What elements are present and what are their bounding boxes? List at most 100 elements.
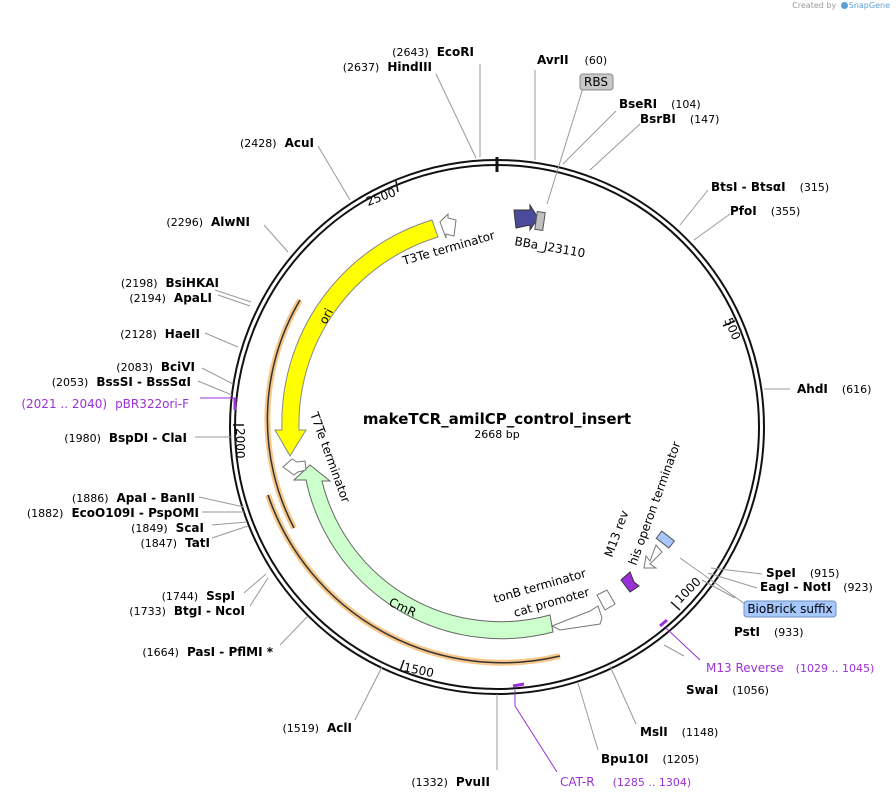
primers: (2021 .. 2040)pBR322ori-F M13 Reverse(10…: [21, 397, 874, 789]
site-bsssi-pos: (2053): [52, 376, 89, 389]
site-alwni-pos: (2296): [166, 216, 203, 229]
tick-500: [722, 320, 736, 327]
site-msli-pos: (1148): [682, 726, 719, 739]
site-bsrbi-name: BsrBI: [640, 112, 676, 126]
highlight-arcs: [264, 298, 561, 666]
site-apali-pos: (2194): [129, 292, 166, 305]
biobrick-suffix-tag-label: BioBrick suffix: [747, 602, 832, 616]
site-spei-pos: (915): [810, 567, 840, 580]
site-pfoi-pos: (355): [771, 205, 801, 218]
site-sspi-name: SspI: [206, 589, 235, 603]
primer-m13reverse-name: M13 Reverse: [706, 661, 784, 675]
site-tati-pos: (1847): [140, 537, 177, 550]
site-bsrbi: BsrBI (147): [640, 112, 719, 126]
his-operon-terminator-arrow: [643, 544, 663, 569]
map-title: makeTCR_amilCP_control_insert: [363, 410, 631, 428]
primer-catr: CAT-R (1285 .. 1304): [560, 775, 691, 789]
site-ahdi-name: AhdI: [797, 382, 828, 396]
site-bpu10i-name: Bpu10I: [601, 752, 648, 766]
tick-label-1500: 1500: [402, 660, 435, 680]
small-features: [282, 203, 676, 631]
tonb-terminator-arrow: [596, 589, 616, 611]
primer-m13reverse-range: (1029 .. 1045): [796, 662, 875, 675]
site-pvuii-pos: (1332): [411, 776, 448, 789]
site-leaders: [195, 64, 790, 770]
site-ecoo109i-pos: (1882): [27, 507, 64, 520]
bba-j23110-label: BBa_J23110: [513, 234, 586, 260]
site-msli: MslI (1148): [640, 725, 718, 739]
site-bcivi: (2083)BciVI: [116, 360, 195, 374]
site-btgi-ncoi-name: BtgI - NcoI: [174, 604, 245, 618]
site-sspi-pos: (1744): [162, 590, 199, 603]
site-avrii-name: AvrII: [537, 53, 569, 67]
site-bsihkai: (2198)BsiHKAI: [121, 276, 219, 290]
site-bsihkai-name: BsiHKAI: [166, 276, 220, 290]
site-bcivi-name: BciVI: [161, 360, 195, 374]
rbs-tag: [579, 73, 614, 91]
site-acui-pos: (2428): [240, 137, 277, 150]
site-bspdi-name: BspDI - ClaI: [109, 431, 187, 445]
feature-ori: ori: [274, 219, 439, 457]
site-hindiii: (2637)HindIII: [343, 60, 432, 74]
primer-m13reverse: M13 Reverse (1029 .. 1045): [706, 661, 874, 675]
highlight-arc-upper: [266, 299, 301, 529]
site-ecori-name: EcoRI: [437, 45, 474, 59]
ori-arrow: [274, 219, 439, 457]
site-bsrbi-pos: (147): [690, 113, 720, 126]
site-avrii: AvrII (60): [537, 53, 607, 67]
rbs-block: [534, 210, 546, 232]
cmr-arrow: [292, 464, 554, 640]
primer-m13reverse-mark: [659, 618, 668, 628]
site-scai-name: ScaI: [176, 521, 204, 535]
site-acli-pos: (1519): [282, 722, 319, 735]
primer-catr-mark: [512, 682, 525, 688]
site-bpu10i: Bpu10I(1205): [601, 752, 699, 766]
primer-catr-range: (1285 .. 1304): [613, 776, 692, 789]
site-pasi-pflmi-name: PasI - PflMI *: [187, 645, 274, 659]
site-scai: (1849)ScaI: [131, 521, 204, 535]
site-pvuii-name: PvuII: [456, 775, 490, 789]
site-apai-banii: (1886)ApaI - BanII: [72, 491, 195, 505]
site-psti-pos: (933): [774, 626, 804, 639]
tick-2500: [395, 180, 399, 193]
site-acui: (2428) AcuI: [240, 136, 314, 150]
site-btsi-pos: (315): [800, 181, 830, 194]
site-pvuii: (1332) PvuII: [411, 775, 490, 789]
site-apali: (2194)ApaLI: [129, 291, 212, 305]
t3te-terminator-arrow: [439, 212, 457, 239]
biobrick-suffix-tag: [743, 600, 837, 618]
site-pasi-pflmi: (1664)PasI - PflMI *: [142, 645, 273, 659]
site-avrii-pos: (60): [585, 54, 608, 67]
tick-label-2000: 2000: [233, 428, 247, 459]
site-ecoo109i-pspomi: (1882)EcoO109I - PspOMI: [27, 506, 199, 520]
site-psti: PstI (933): [734, 625, 804, 639]
site-ahdi-pos: (616): [842, 383, 872, 396]
site-pfoi: PfoI(355): [730, 204, 800, 218]
primer-catr-leader: [514, 690, 558, 773]
primer-catr-name: CAT-R: [560, 775, 595, 789]
site-acui-name: AcuI: [285, 136, 314, 150]
tick-label-2500: 2500: [364, 185, 397, 209]
primer-pbr322ori-name: pBR322ori-F: [115, 397, 189, 411]
site-alwni-name: AlwNI: [211, 215, 250, 229]
ori-label: ori: [316, 306, 336, 326]
site-btgi-ncoi: (1733)BtgI - NcoI: [129, 604, 245, 618]
created-by-text: Created by: [792, 1, 837, 10]
t7te-terminator-arrow: [282, 458, 307, 476]
biobrick-suffix-leader: [679, 557, 746, 605]
snapgene-logo-icon: [840, 2, 848, 9]
snapgene-text: SnapGene: [848, 1, 890, 10]
site-alwni: (2296) AlwNI: [166, 215, 250, 229]
bba-j23110-arrow: [513, 203, 539, 232]
site-spei-name: SpeI: [766, 566, 796, 580]
site-hindiii-pos: (2637): [343, 61, 380, 74]
site-msli-name: MslI: [640, 725, 668, 739]
site-ecori: (2643)EcoRI: [392, 45, 474, 59]
tag-boxes: RBS BioBrick suffix: [546, 73, 837, 618]
site-apai-name: ApaI - BanII: [117, 491, 196, 505]
site-ahdi: AhdI (616): [797, 382, 871, 396]
site-psti-name: PstI: [734, 625, 760, 639]
site-swai-pos: (1056): [732, 684, 769, 697]
site-acli-name: AclI: [327, 721, 352, 735]
